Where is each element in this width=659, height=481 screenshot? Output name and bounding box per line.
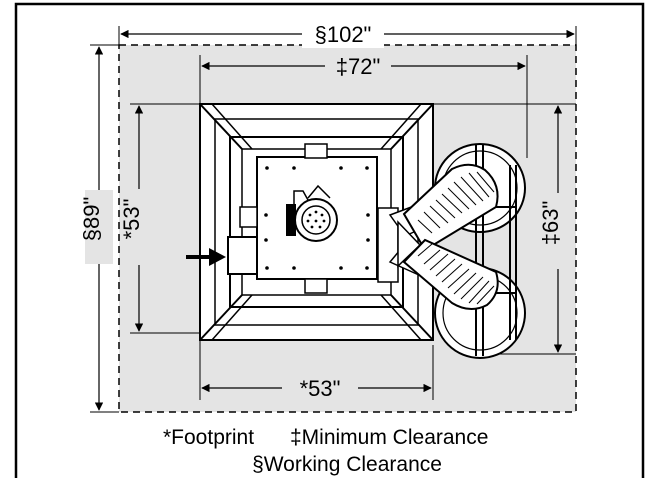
- working-width-label: §102": [315, 22, 372, 47]
- arrow-right-icon: [186, 248, 226, 266]
- footprint-depth-label: *53": [119, 199, 144, 240]
- label-backgrounds: [85, 20, 572, 402]
- extension-lines: [90, 26, 577, 413]
- motor: [286, 184, 338, 242]
- legend-footprint: *Footprint: [163, 426, 254, 449]
- legend-working-clearance: §Working Clearance: [252, 453, 442, 476]
- plate-bolts: [264, 166, 370, 270]
- min-clearance-depth-label: ‡63": [538, 201, 563, 246]
- head-plate: [227, 143, 378, 294]
- tubes: [402, 163, 499, 310]
- legend-minimum-clearance: ‡Minimum Clearance: [290, 426, 488, 449]
- working-depth-label: §89": [79, 197, 104, 242]
- left-port: [227, 236, 258, 275]
- left-tab: [239, 206, 258, 228]
- footprint-width-label: *53": [300, 376, 341, 401]
- bottom-tab: [304, 278, 328, 294]
- top-tab: [304, 143, 328, 159]
- outer-frame: [14, 2, 645, 478]
- min-clearance-width-label: ‡72": [336, 54, 381, 79]
